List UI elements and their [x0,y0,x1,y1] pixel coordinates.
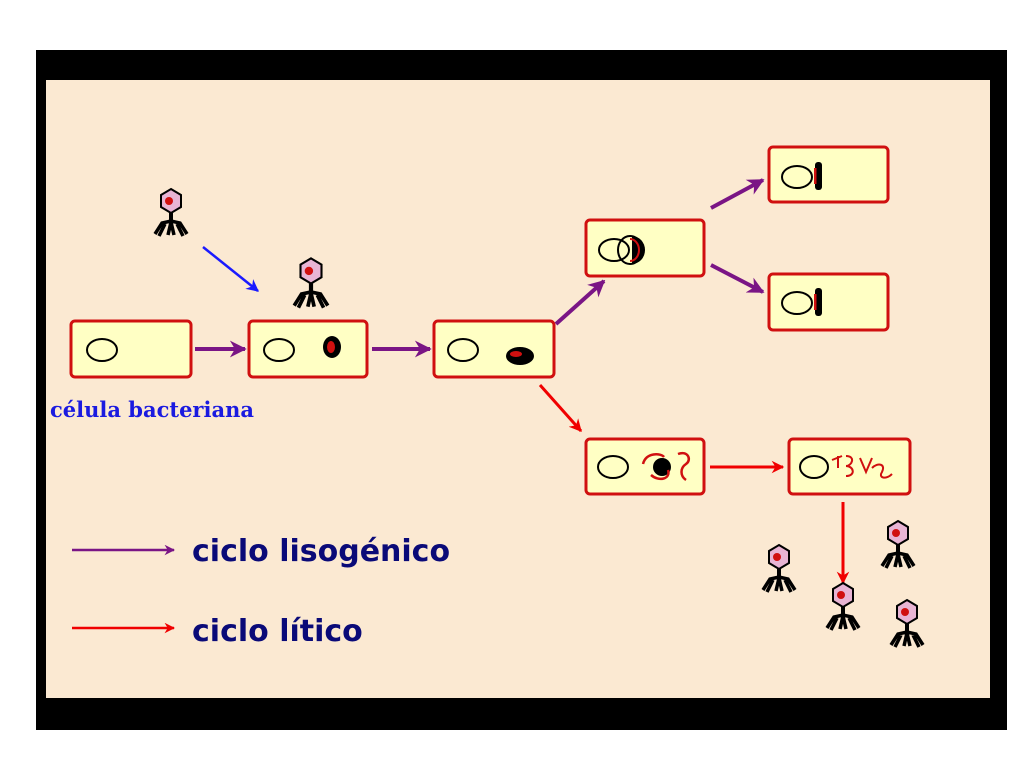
legend-lysogenic-label: ciclo lisogénico [192,534,450,569]
cell-infected [247,319,369,379]
legend-lytic-label: ciclo lítico [192,614,363,649]
arrow-integrated-to-replication [538,384,583,432]
cell-daughter-top [767,145,890,204]
legend: ciclo lisogénico ciclo lítico [72,534,450,649]
arrow-integrated-to-prophage [554,279,606,326]
phage-cycle-diagram: célula bacteriana ciclo lisogénico ciclo… [46,80,990,698]
arrow-prophage-to-daughter-bottom [710,263,765,294]
diagram-panel: célula bacteriana ciclo lisogénico ciclo… [46,80,990,698]
cell-prophage [584,218,706,278]
cell-assembly [787,437,912,496]
cell-replication [584,437,706,496]
cell-label: célula bacteriana [50,397,254,422]
cell-initial [69,319,193,379]
arrow-prophage-to-daughter-top [710,178,765,210]
infection-arrow [202,246,259,292]
cell-dna-integrated [432,319,556,379]
cell-daughter-bottom [767,272,890,332]
